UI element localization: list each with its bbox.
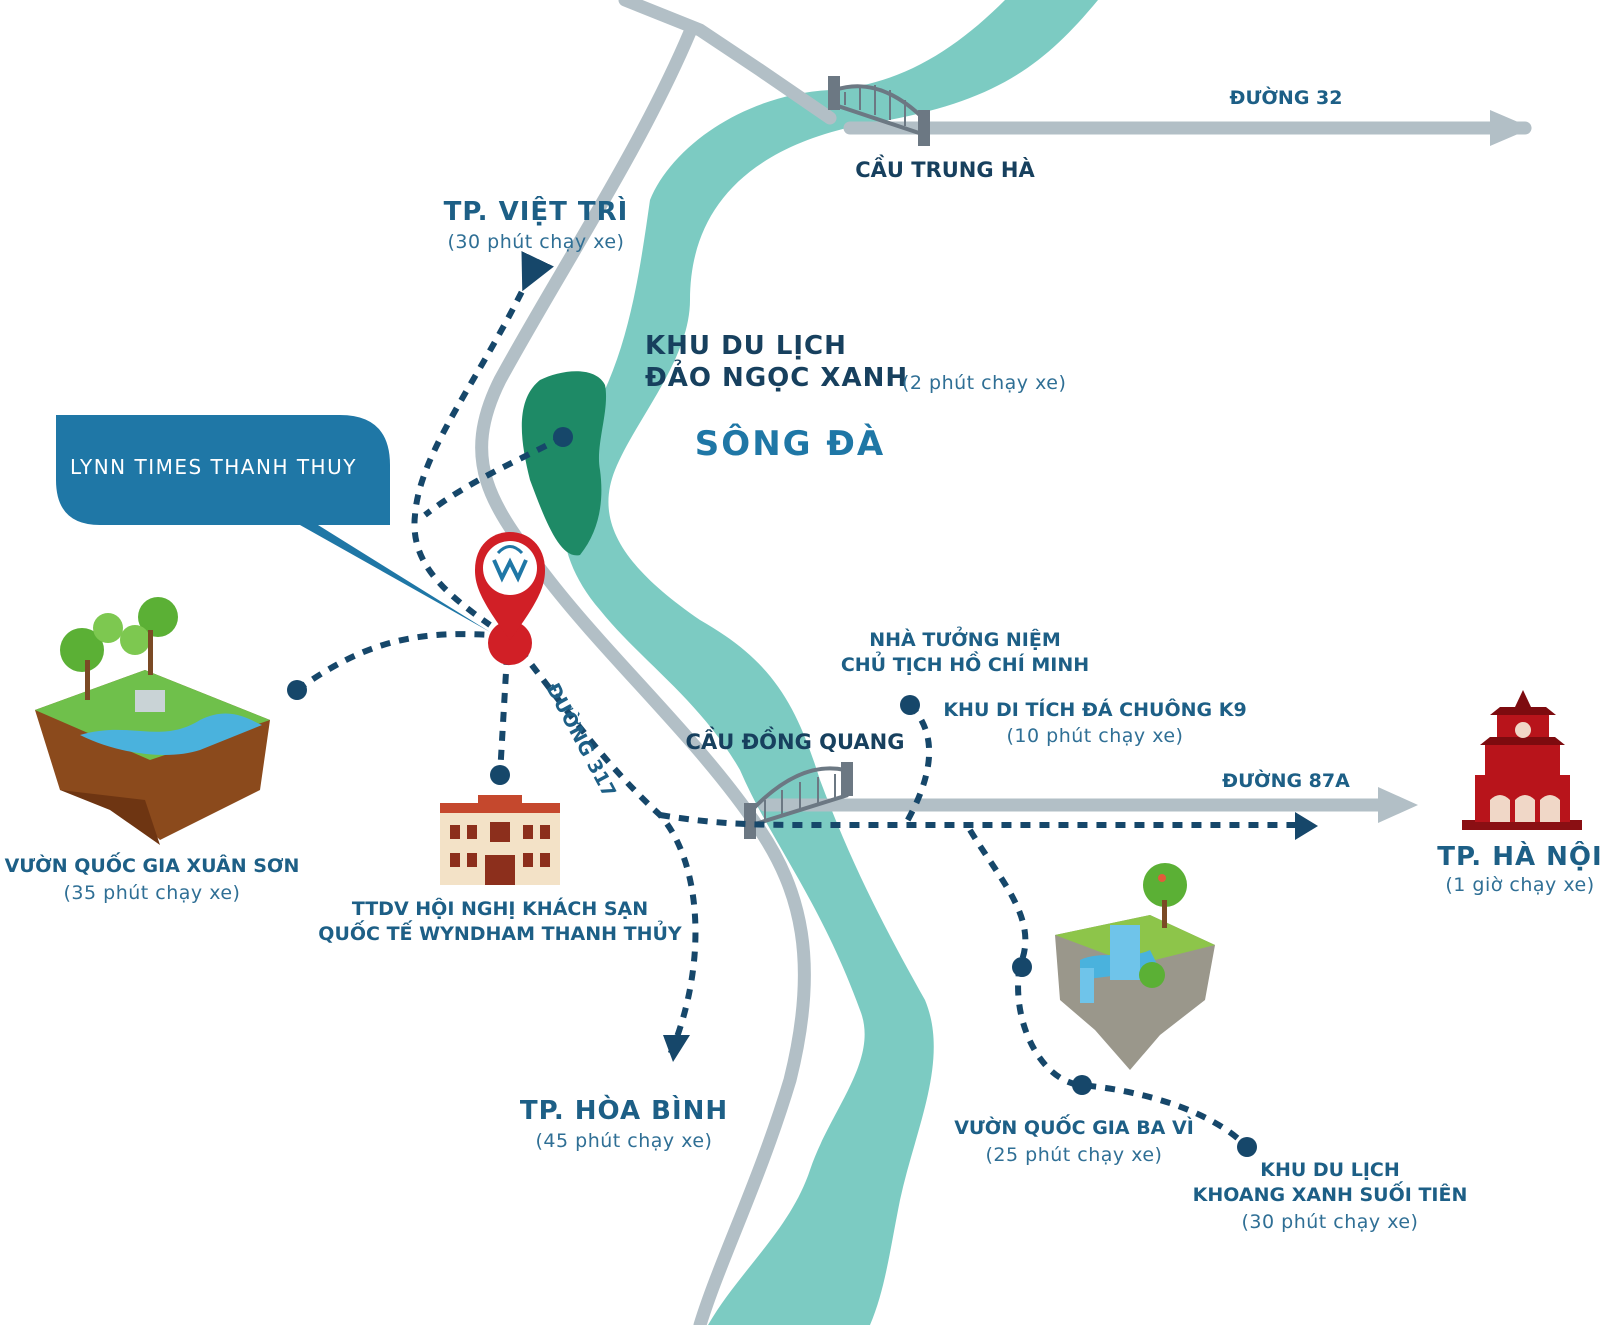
arrow-icon bbox=[1295, 812, 1318, 840]
place-xuan-son-time: (35 phút chạy xe) bbox=[63, 882, 241, 904]
route-k9 bbox=[902, 702, 933, 827]
arrow-icon bbox=[1378, 787, 1418, 823]
bridge-icon bbox=[744, 762, 853, 839]
hotel-building-icon bbox=[440, 795, 560, 885]
place-dao-ngoc-xanh-time: (2 phút chạy xe) bbox=[902, 372, 1067, 394]
place-ba-vi-name: VƯỜN QUỐC GIA BA VÌ bbox=[954, 1117, 1194, 1139]
callout-label: LYNN TIMES THANH THUY bbox=[70, 455, 357, 479]
place-ho-chi-minh-line1: NHÀ TƯỞNG NIỆM bbox=[869, 629, 1061, 651]
place-hoa-binh-name: TP. HÒA BÌNH bbox=[519, 1096, 729, 1126]
tower-icon bbox=[1462, 690, 1582, 830]
road-label-87a: ĐƯỜNG 87A bbox=[1222, 770, 1350, 792]
place-ha-noi-name: TP. HÀ NỘI bbox=[1437, 842, 1600, 872]
place-k9-name: KHU DI TÍCH ĐÁ CHUÔNG K9 bbox=[943, 699, 1247, 721]
route-island bbox=[423, 434, 565, 518]
bridge-icon bbox=[828, 76, 930, 146]
place-hoa-binh-time: (45 phút chạy xe) bbox=[535, 1130, 713, 1152]
route-viet-tri bbox=[411, 251, 554, 628]
route-ba-vi bbox=[967, 828, 1248, 1148]
place-viet-tri-name: TP. VIỆT TRÌ bbox=[443, 197, 629, 227]
callout-box bbox=[56, 415, 490, 632]
place-ho-chi-minh-line2: CHỦ TỊCH HỒ CHÍ MINH bbox=[840, 654, 1090, 676]
place-wyndham-line1: TTDV HỘI NGHỊ KHÁCH SẠN bbox=[351, 898, 649, 920]
place-dao-ngoc-xanh-line2: ĐẢO NGỌC XANH bbox=[645, 363, 909, 393]
route-dots bbox=[287, 427, 1257, 1157]
place-k9-time: (10 phút chạy xe) bbox=[1006, 725, 1184, 747]
arrow-icon bbox=[1490, 110, 1532, 146]
place-ha-noi-time: (1 giờ chạy xe) bbox=[1445, 874, 1595, 896]
place-suoi-tien-time: (30 phút chạy xe) bbox=[1241, 1211, 1419, 1233]
place-suoi-tien-line2: KHOANG XANH SUỐI TIÊN bbox=[1192, 1184, 1468, 1206]
road-label-32: ĐƯỜNG 32 bbox=[1229, 87, 1343, 109]
road-north-branch bbox=[618, 0, 837, 125]
route-east bbox=[659, 812, 1300, 828]
river-da bbox=[562, 0, 1098, 1325]
river-label: SÔNG ĐÀ bbox=[694, 424, 886, 464]
place-suoi-tien-line1: KHU DU LỊCH bbox=[1260, 1159, 1400, 1181]
place-wyndham-line2: QUỐC TẾ WYNDHAM THANH THỦY bbox=[318, 923, 682, 945]
place-xuan-son-name: VƯỜN QUỐC GIA XUÂN SƠN bbox=[4, 855, 300, 877]
route-wyndham bbox=[497, 654, 510, 776]
island-park-icon bbox=[35, 597, 270, 845]
roads bbox=[475, 0, 1532, 1325]
routes bbox=[295, 251, 1300, 1148]
route-xuan-son bbox=[295, 631, 491, 693]
bridge-label-trung-ha: CẦU TRUNG HÀ bbox=[855, 158, 1035, 182]
map-pin-icon bbox=[475, 532, 545, 665]
place-viet-tri-time: (30 phút chạy xe) bbox=[447, 231, 625, 253]
road-317 bbox=[475, 25, 811, 1325]
place-ba-vi-time: (25 phút chạy xe) bbox=[985, 1144, 1163, 1166]
bridge-label-dong-quang: CẦU ĐỒNG QUANG bbox=[685, 730, 905, 754]
place-dao-ngoc-xanh-line1: KHU DU LỊCH bbox=[645, 331, 847, 361]
arrow-icon bbox=[663, 1035, 690, 1062]
island-dao-ngoc-xanh bbox=[521, 371, 607, 556]
waterfall-island-icon bbox=[1055, 863, 1215, 1070]
